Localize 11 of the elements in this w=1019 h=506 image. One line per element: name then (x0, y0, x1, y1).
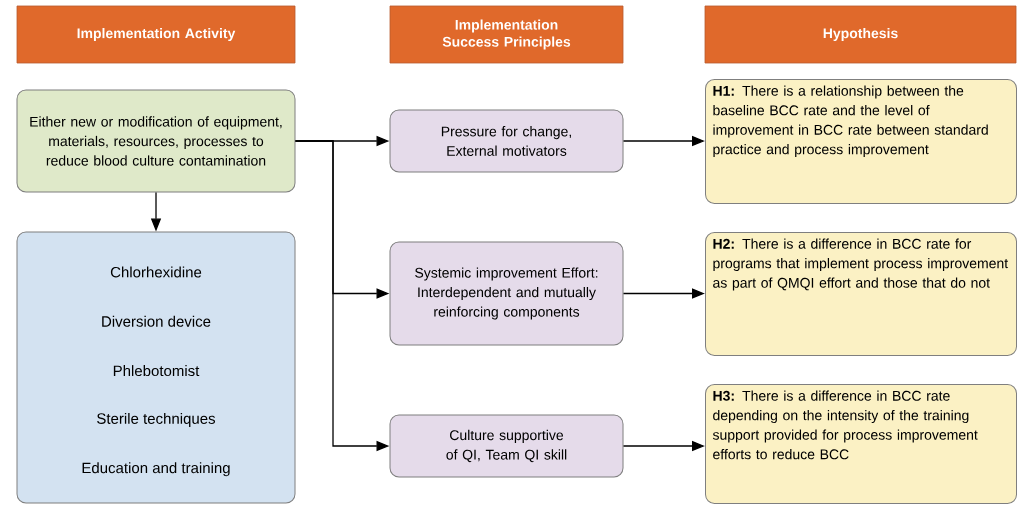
column-header: Hypothesis (704, 5, 1017, 64)
list-box: Chlorhexidine Diversion device Phlebotomist Sterile techniques Education and training (16, 231, 296, 504)
hypothesis-box: H3: There is a difference in BCC rate depending on the intensity of the training support provided for process improvement efforts to reduce BCC (705, 384, 1017, 504)
principle-box: Culture supportive of QI, Team QI skill (389, 414, 624, 478)
column-header: Implementation Activity (16, 5, 296, 64)
principle-box: Pressure for change, External motivators (389, 109, 624, 173)
principle-box: Systemic improvement Effort: Interdependent and mutually reinforcing components (389, 241, 624, 346)
hypothesis-box: H2: There is a difference in BCC rate for programs that implement process improvement as part of QMQI effort and those that do not (705, 232, 1017, 356)
hypothesis-box: H1: There is a relationship between the baseline BCC rate and the level of improvement in BCC rate between standard practice and process improvement (705, 79, 1017, 204)
activity-box: Either new or modification of equipment, materials, resources, processes to reduce blood culture contamination (16, 89, 296, 193)
column-header: Implementation Success Principles (389, 5, 624, 64)
